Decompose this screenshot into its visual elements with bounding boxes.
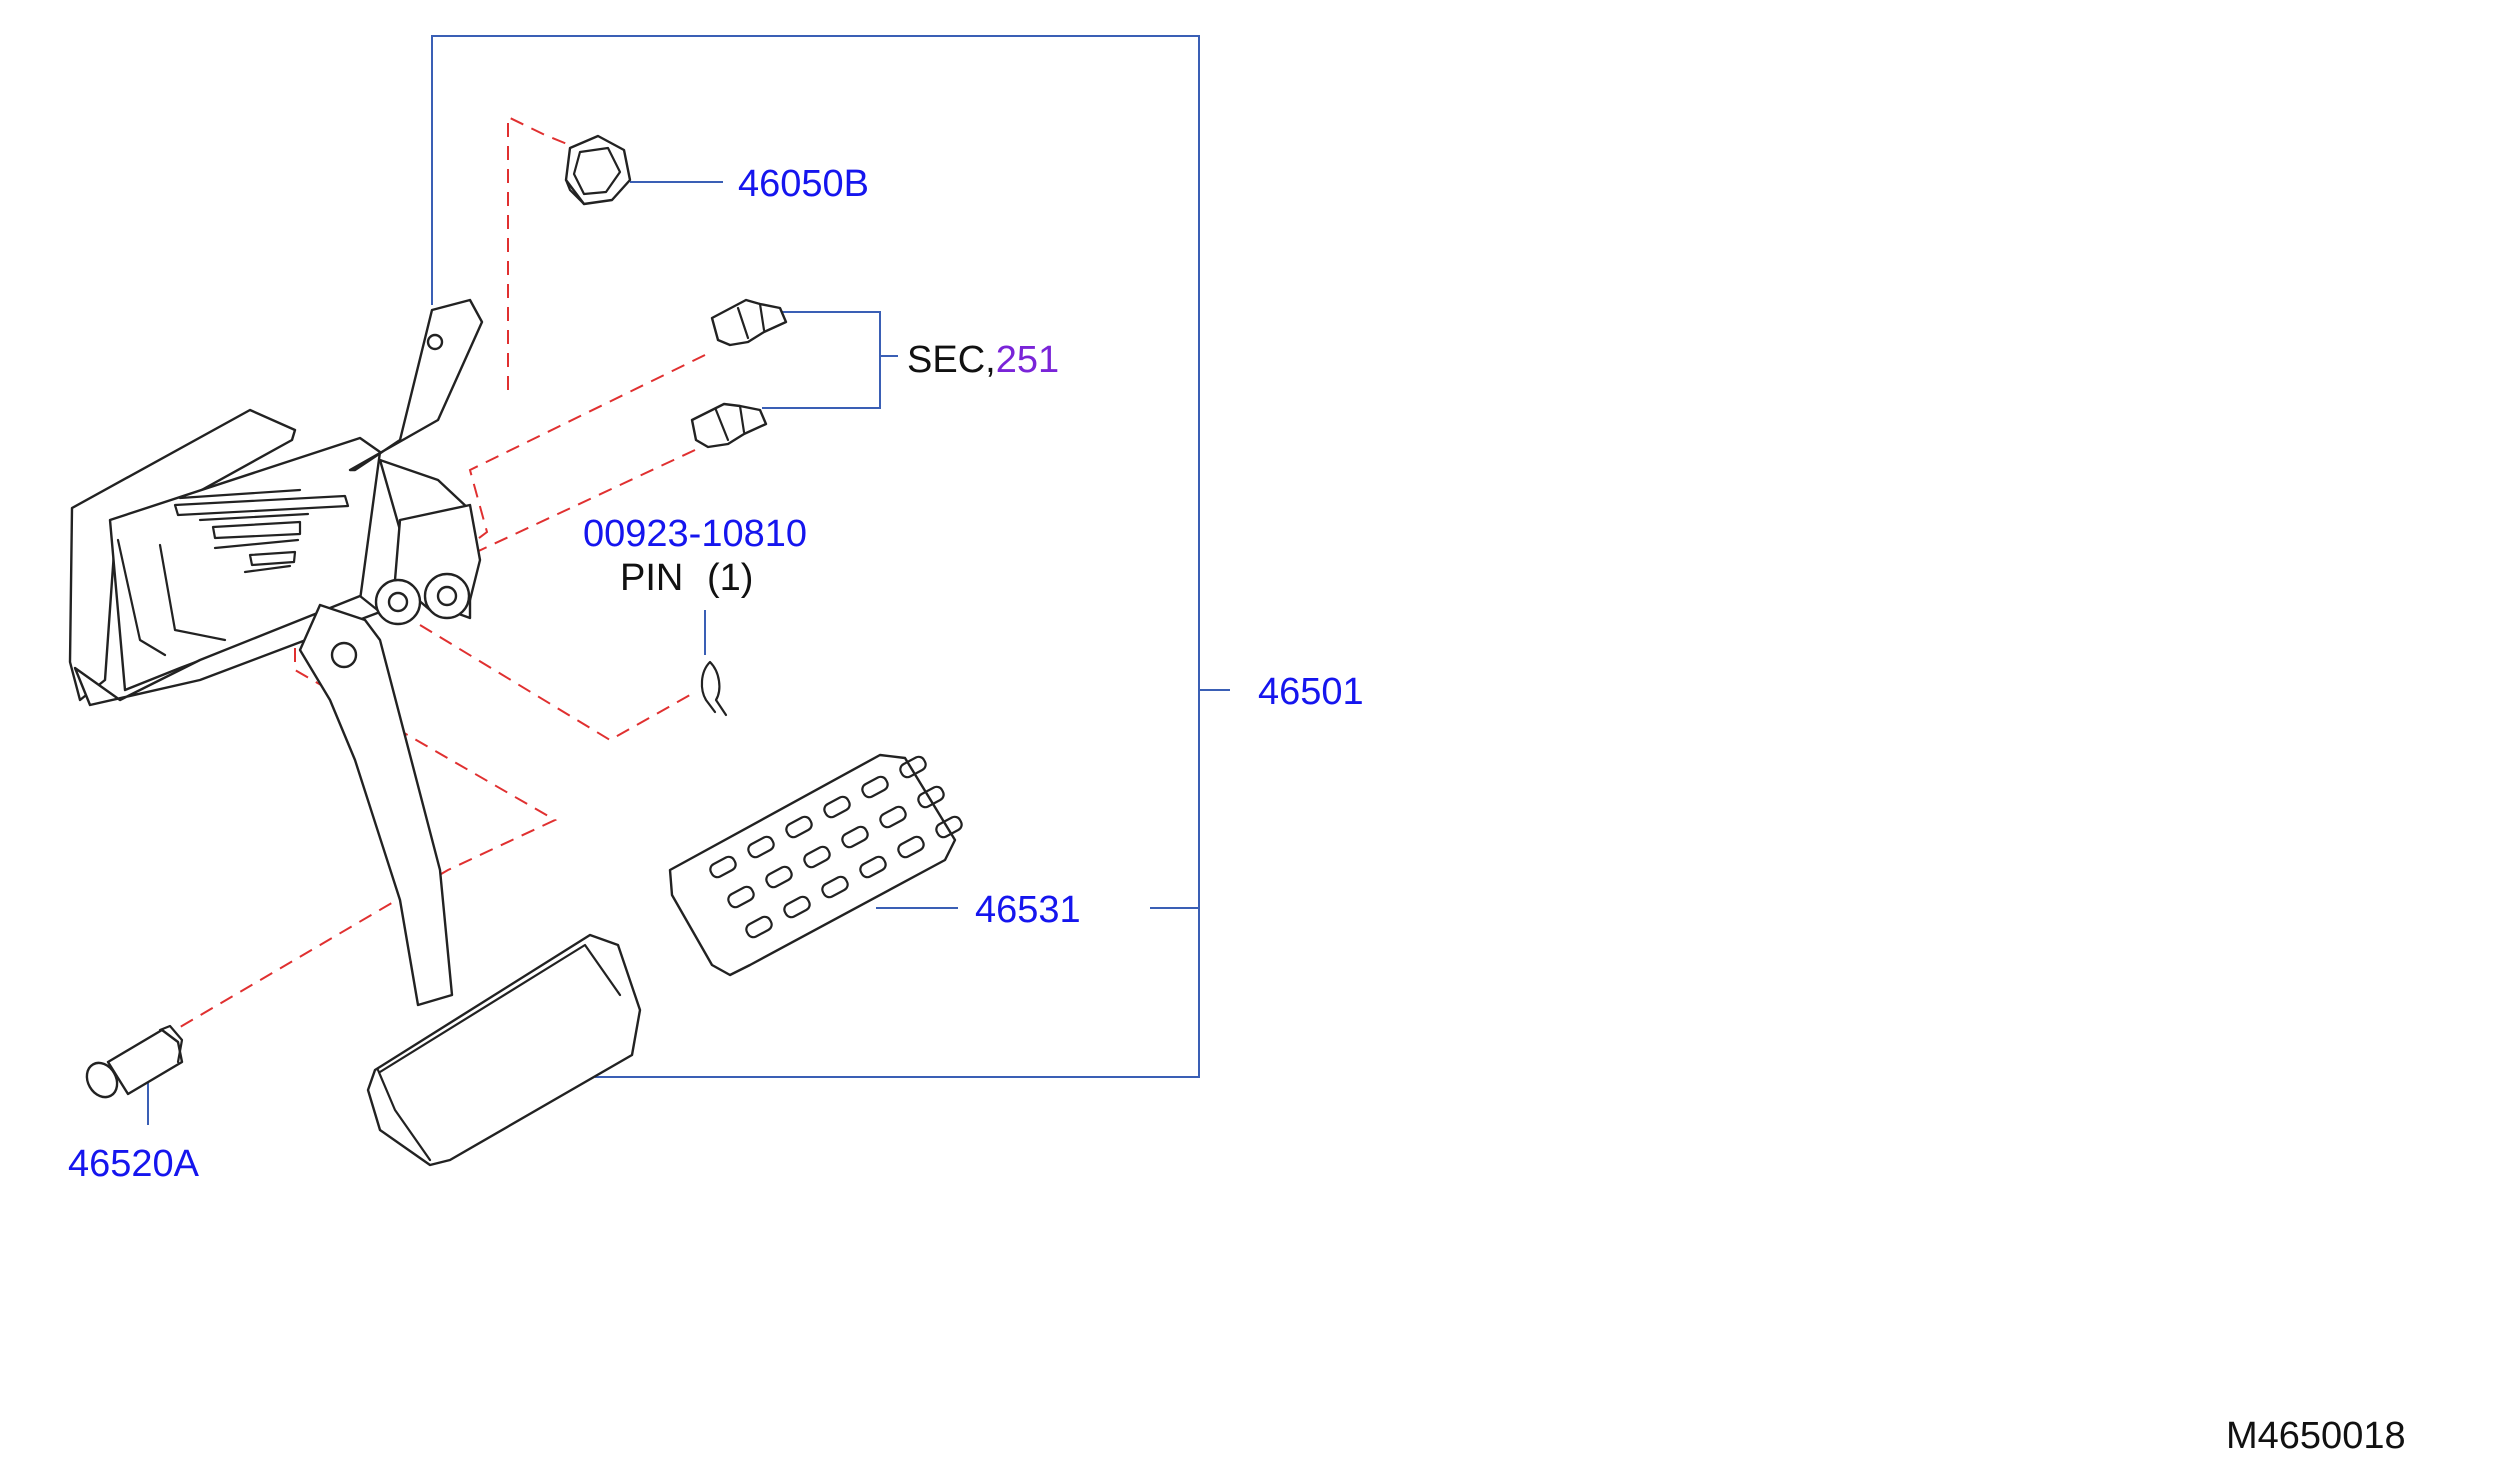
label-46050b: 46050B (738, 163, 869, 205)
pedal-bracket-drawing (68, 298, 484, 707)
pad-tread-cell (897, 835, 925, 859)
pivot-bushings (374, 572, 471, 626)
diagram-id: M4650018 (2226, 1415, 2406, 1457)
snap-pin-drawing (700, 660, 728, 717)
pad-tread-cell (841, 825, 869, 849)
label-pin-qty: (1) (707, 557, 753, 599)
pad-tread-cell (803, 845, 831, 869)
pad-tread-cell (899, 755, 927, 779)
sec-prefix: SEC, (907, 339, 996, 381)
pad-tread-cell (745, 915, 773, 939)
stop-lamp-switch-drawings (690, 298, 788, 449)
pad-tread-cell (917, 785, 945, 809)
sec-bracket (762, 311, 898, 409)
flange-nut-drawing (564, 134, 632, 206)
pad-tread-cell (765, 865, 793, 889)
pad-tread-cell (859, 855, 887, 879)
label-46520a: 46520A (68, 1143, 200, 1185)
label-46531: 46531 (975, 889, 1081, 931)
pad-tread-cell (709, 855, 737, 879)
sec-number: 251 (996, 339, 1059, 381)
label-sec-ref: SEC,251 (907, 339, 1059, 381)
brake-pedal-drawing (298, 603, 642, 1167)
label-pin-text: PIN (620, 557, 683, 599)
pedal-pad-drawing (668, 753, 963, 977)
label-46501: 46501 (1258, 671, 1364, 713)
assembly-bracket-line (431, 35, 1200, 1078)
pad-tread-cell (747, 835, 775, 859)
pad-tread-cell (823, 795, 851, 819)
label-pin-part-number: 00923-10810 (583, 513, 807, 555)
pad-tread-cell (783, 895, 811, 919)
pad-tread-cell (861, 775, 889, 799)
pad-tread-cell (821, 875, 849, 899)
pad-tread-cell (879, 805, 907, 829)
clevis-pin-drawing (85, 1024, 184, 1099)
pad-tread-cell (727, 885, 755, 909)
pad-tread-cell (785, 815, 813, 839)
pad-tread-cell (935, 815, 963, 839)
